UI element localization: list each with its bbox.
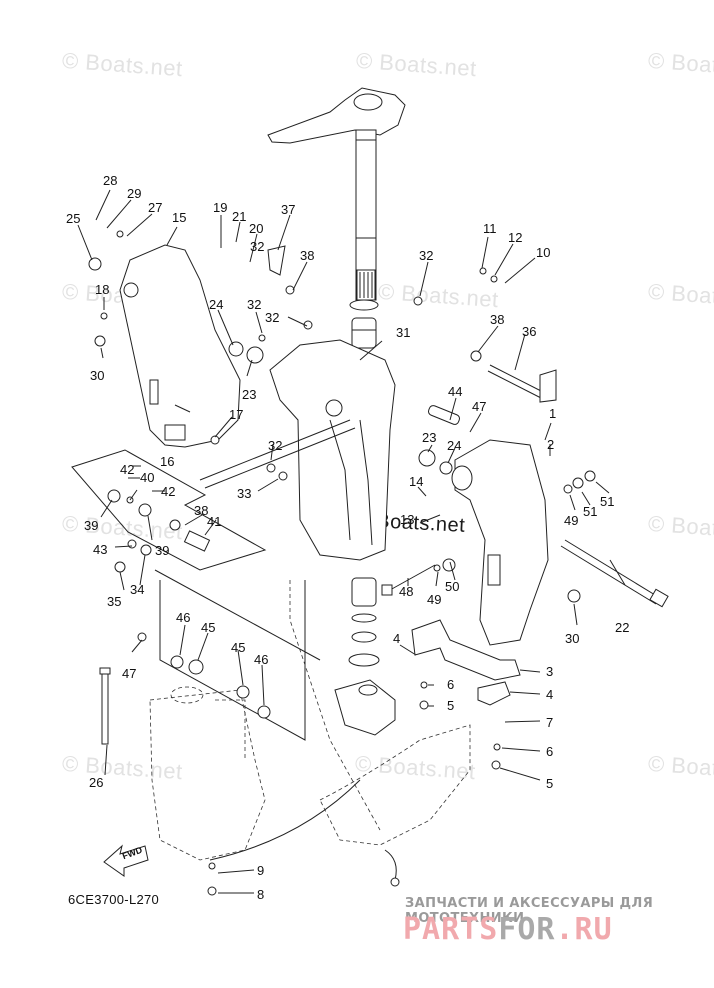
callout-38[interactable]: 38: [300, 248, 315, 263]
callout-11[interactable]: 11: [483, 221, 497, 236]
callout-4[interactable]: 4: [546, 687, 554, 702]
callout-29[interactable]: 29: [127, 186, 142, 201]
callout-35[interactable]: 35: [107, 594, 122, 609]
callout-13[interactable]: 13: [400, 512, 415, 527]
callout-32[interactable]: 32: [419, 248, 434, 263]
fwd-arrow-icon: [103, 844, 149, 877]
brand-subtitle: ЗАПЧАСТИ И АКСЕССУАРЫ ДЛЯ МОТОТЕХНИКИ: [405, 896, 654, 926]
callout-31[interactable]: 31: [396, 325, 411, 340]
callout-45[interactable]: 45: [201, 620, 216, 635]
callout-46[interactable]: 46: [254, 652, 269, 667]
callout-10[interactable]: 10: [536, 245, 551, 260]
callout-5[interactable]: 5: [546, 776, 554, 791]
callout-51[interactable]: 51: [600, 494, 615, 509]
callout-46[interactable]: 46: [176, 610, 191, 625]
callout-32[interactable]: 32: [268, 438, 283, 453]
pin-44: [427, 405, 461, 425]
shaft-36: [487, 364, 557, 403]
callout-38[interactable]: 38: [194, 503, 209, 518]
callout-43[interactable]: 43: [93, 542, 108, 557]
callout-30[interactable]: 30: [90, 368, 105, 383]
callout-12[interactable]: 12: [508, 230, 523, 245]
callout-32[interactable]: 32: [265, 310, 280, 325]
callout-36[interactable]: 36: [522, 324, 537, 339]
callout-18[interactable]: 18: [95, 282, 110, 297]
callout-17[interactable]: 17: [229, 407, 244, 422]
callout-23[interactable]: 23: [422, 430, 437, 445]
fasteners: [88, 230, 596, 896]
callout-37[interactable]: 37: [281, 202, 296, 217]
mount-bracket: [411, 619, 521, 706]
callout-48[interactable]: 48: [399, 584, 414, 599]
callout-19[interactable]: 19: [213, 200, 228, 215]
callout-16[interactable]: 16: [160, 454, 175, 469]
through-tube: [560, 539, 669, 608]
callout-7[interactable]: 7: [546, 715, 554, 730]
callout-20[interactable]: 20: [249, 221, 264, 236]
callout-24[interactable]: 24: [209, 297, 224, 312]
callout-24[interactable]: 24: [447, 438, 462, 453]
callout-32: 32: [250, 239, 265, 254]
callout-8[interactable]: 8: [257, 887, 265, 902]
callout-39[interactable]: 39: [155, 543, 170, 558]
sub-assembly-outline: [71, 449, 267, 571]
callout-38[interactable]: 38: [490, 312, 505, 327]
leader-lines: [77, 189, 626, 894]
brand-logo-part3: .RU: [555, 912, 613, 947]
callout-3[interactable]: 3: [546, 664, 554, 679]
callout-28[interactable]: 28: [103, 173, 118, 188]
callout-50[interactable]: 50: [445, 579, 460, 594]
callout-49[interactable]: 49: [427, 592, 442, 607]
steering-arm-shaft: [267, 87, 406, 301]
callout-6[interactable]: 6: [447, 677, 455, 692]
callout-15[interactable]: 15: [172, 210, 187, 225]
clamp-bracket-left: [119, 244, 241, 448]
brand-logo-part1: PARTS: [403, 912, 499, 947]
swivel-bracket: [269, 339, 396, 561]
callout-34[interactable]: 34: [130, 582, 145, 597]
callout-47[interactable]: 47: [472, 399, 487, 414]
callout-27[interactable]: 27: [148, 200, 163, 215]
callout-21[interactable]: 21: [232, 209, 247, 224]
callout-42[interactable]: 42: [120, 462, 135, 477]
callout-47[interactable]: 47: [122, 666, 137, 681]
diagram-code: 6CE3700-L270: [68, 892, 160, 907]
callout-4[interactable]: 4: [393, 631, 401, 646]
brand-logo-part2: FOR: [498, 912, 556, 947]
trim-unit: [149, 580, 471, 881]
callout-30[interactable]: 30: [565, 631, 580, 646]
callout-49[interactable]: 49: [564, 513, 579, 528]
callout-26[interactable]: 26: [89, 775, 104, 790]
callout-22[interactable]: 22: [615, 620, 630, 635]
clamp-bracket-right: [451, 439, 549, 646]
bushings-lower: [334, 577, 396, 736]
callout-1[interactable]: 1: [549, 406, 557, 421]
callout-32[interactable]: 32: [247, 297, 262, 312]
callout-23[interactable]: 23: [242, 387, 257, 402]
callout-6[interactable]: 6: [546, 744, 554, 759]
callout-44[interactable]: 44: [448, 384, 463, 399]
callout-42[interactable]: 42: [161, 484, 176, 499]
callout-39[interactable]: 39: [84, 518, 99, 533]
callout-25[interactable]: 25: [66, 211, 81, 226]
callout-45[interactable]: 45: [231, 640, 246, 655]
callout-40[interactable]: 40: [140, 470, 155, 485]
cable-tie: [99, 667, 111, 745]
callout-2[interactable]: 2: [547, 437, 555, 452]
callout-51[interactable]: 51: [583, 504, 598, 519]
callout-41[interactable]: 41: [207, 514, 222, 529]
callout-5[interactable]: 5: [447, 698, 455, 713]
brand-logo[interactable]: PARTSFOR.RU: [403, 912, 613, 947]
callout-9[interactable]: 9: [257, 863, 265, 878]
callout-33[interactable]: 33: [237, 486, 252, 501]
callout-14[interactable]: 14: [409, 474, 424, 489]
